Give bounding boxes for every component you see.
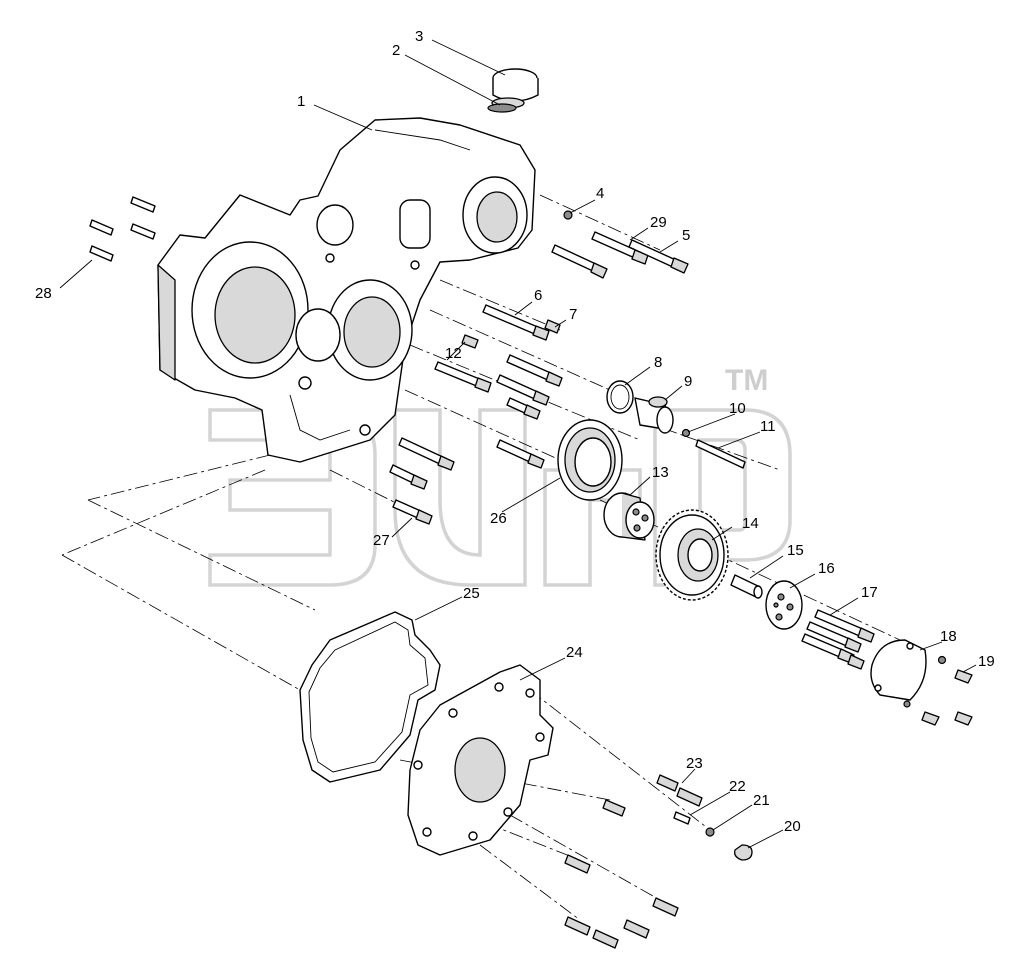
callout-7: 7 xyxy=(569,306,577,323)
callout-22: 22 xyxy=(729,778,746,795)
gear-hub xyxy=(603,492,655,541)
callout-21: 21 xyxy=(753,792,770,809)
watermark-tm: TM xyxy=(725,364,768,397)
long-bolt xyxy=(695,439,746,469)
idler-gear xyxy=(655,509,729,601)
callout-27: 27 xyxy=(373,532,390,549)
callout-16: 16 xyxy=(818,560,835,577)
callout-13: 13 xyxy=(652,464,669,481)
callout-5: 5 xyxy=(682,227,690,244)
callout-28: 28 xyxy=(35,285,52,302)
housing-bolts-top xyxy=(551,210,689,279)
callout-20: 20 xyxy=(784,818,801,835)
callout-18: 18 xyxy=(940,628,957,645)
crankshaft-oil-seal xyxy=(557,419,623,501)
oil-nozzle xyxy=(634,396,674,434)
timing-gear-housing xyxy=(157,117,536,463)
callout-9: 9 xyxy=(684,373,692,390)
cap-seal-ring xyxy=(487,103,517,113)
callout-8: 8 xyxy=(654,354,662,371)
callout-numbers: 1 2 3 4 5 6 7 8 9 10 11 12 13 14 15 16 1… xyxy=(35,28,995,835)
callout-2: 2 xyxy=(392,42,400,59)
housing-bolts-middle xyxy=(389,304,563,525)
leader-lines xyxy=(59,39,977,849)
callout-25: 25 xyxy=(463,585,480,602)
studs xyxy=(89,196,156,262)
callout-17: 17 xyxy=(861,584,878,601)
small-bolts xyxy=(903,655,973,726)
callout-26: 26 xyxy=(490,510,507,527)
front-cover xyxy=(407,664,554,856)
callout-19: 19 xyxy=(978,653,995,670)
small-cover xyxy=(870,639,927,701)
callout-24: 24 xyxy=(566,644,583,661)
idler-shaft xyxy=(730,574,763,599)
callout-1: 1 xyxy=(297,93,305,110)
thrust-plate xyxy=(765,580,803,630)
plate-bolts xyxy=(801,609,875,670)
callout-12: 12 xyxy=(445,345,462,362)
callout-10: 10 xyxy=(729,400,746,417)
callout-14: 14 xyxy=(742,515,759,532)
cover-gasket xyxy=(299,611,441,783)
callout-3: 3 xyxy=(415,28,423,45)
washer xyxy=(681,428,691,438)
callout-6: 6 xyxy=(534,287,542,304)
callout-4: 4 xyxy=(596,185,604,202)
callout-11: 11 xyxy=(760,418,776,435)
cover-bolts xyxy=(564,774,753,949)
filler-cap xyxy=(491,68,539,109)
callout-15: 15 xyxy=(787,542,804,559)
callout-29: 29 xyxy=(650,214,667,231)
callout-23: 23 xyxy=(686,755,703,772)
